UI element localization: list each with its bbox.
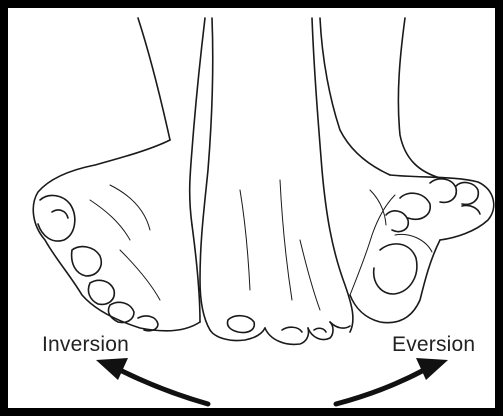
right-foot-everted bbox=[320, 18, 494, 323]
inversion-label: Inversion bbox=[42, 334, 129, 355]
eversion-label: Eversion bbox=[392, 334, 475, 355]
center-foot-neutral bbox=[200, 18, 353, 344]
curved-arrow-right-icon bbox=[336, 358, 448, 404]
curved-arrow-left-icon bbox=[96, 358, 208, 404]
left-foot-inverted bbox=[33, 18, 205, 331]
